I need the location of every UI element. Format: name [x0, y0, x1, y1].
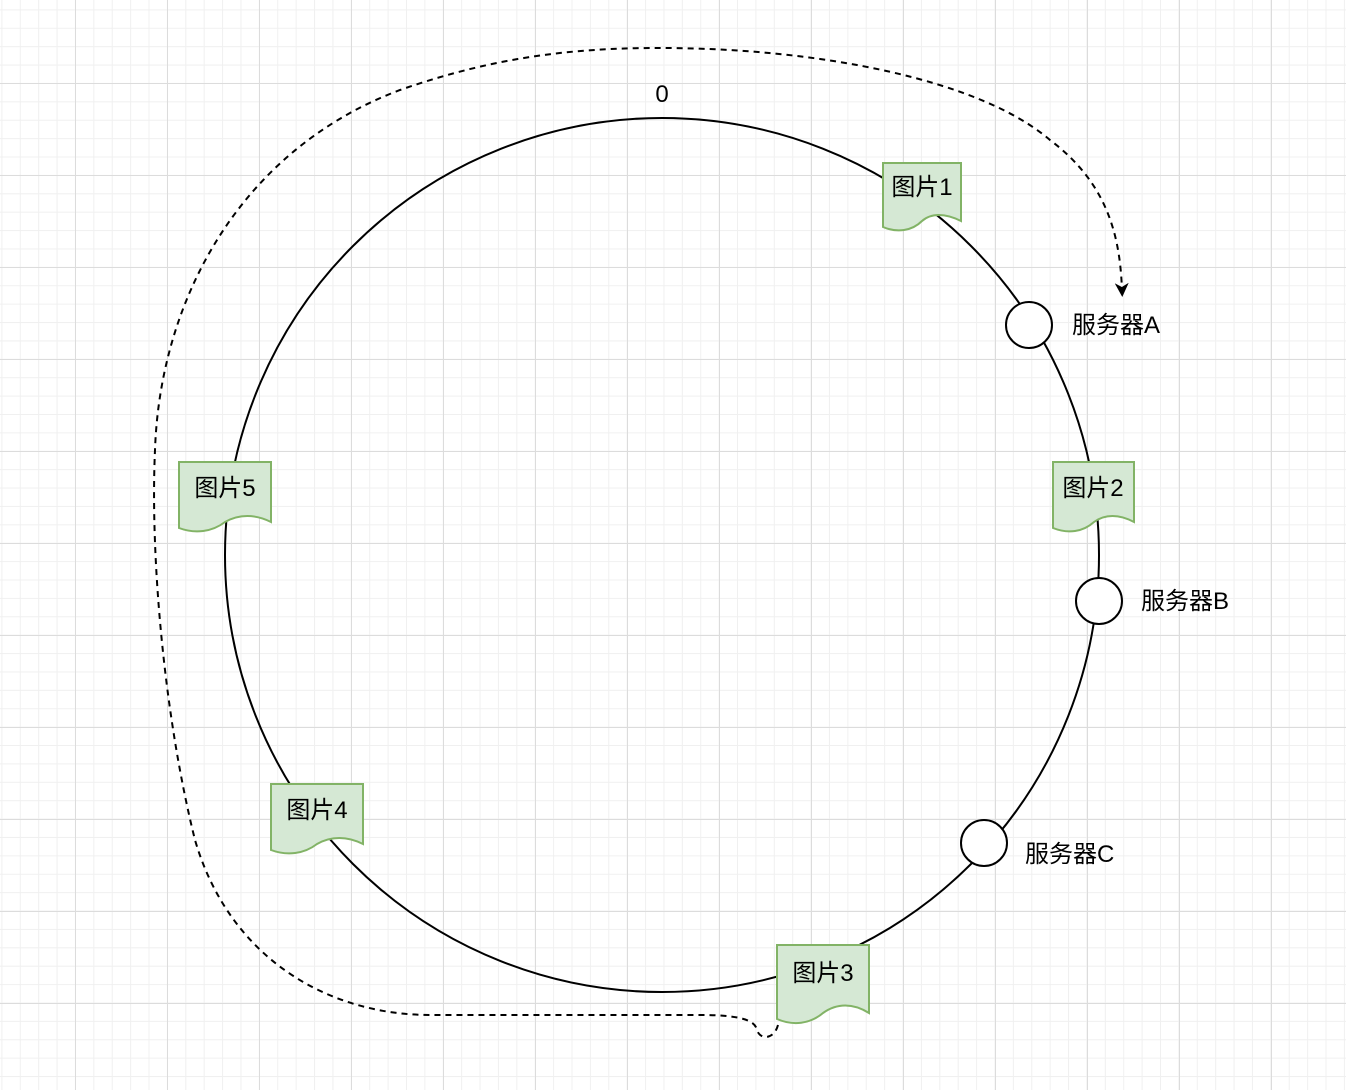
hash-ring [224, 117, 1100, 993]
server-label: 服务器A [1072, 312, 1160, 339]
server-circle [1075, 577, 1123, 625]
server-node-a[interactable]: 服务器A [1005, 301, 1160, 349]
server-label: 服务器C [1025, 841, 1114, 868]
image-doc-3[interactable]: 图片3 [776, 944, 870, 1025]
image-doc-5[interactable]: 图片5 [178, 461, 272, 533]
image-doc-2[interactable]: 图片2 [1052, 461, 1135, 533]
document-shape [776, 944, 870, 1025]
server-node-b[interactable]: 服务器B [1075, 577, 1229, 625]
image-label: 图片2 [1062, 475, 1123, 502]
image-label: 图片5 [194, 475, 255, 502]
ring-zero-label: 0 [655, 81, 668, 108]
server-label: 服务器B [1141, 588, 1229, 615]
server-circle [1005, 301, 1053, 349]
server-circle [960, 819, 1008, 867]
image-label: 图片4 [286, 797, 347, 824]
document-shape [882, 162, 962, 232]
image-doc-1[interactable]: 图片1 [882, 162, 962, 232]
document-shape [270, 783, 364, 855]
document-shape [1052, 461, 1135, 533]
image-label: 图片1 [891, 174, 952, 201]
image-doc-4[interactable]: 图片4 [270, 783, 364, 855]
image-label: 图片3 [792, 960, 853, 987]
server-node-c[interactable]: 服务器C [960, 819, 1114, 868]
dashed-route-arrow [153, 46, 1129, 1038]
document-shape [178, 461, 272, 533]
